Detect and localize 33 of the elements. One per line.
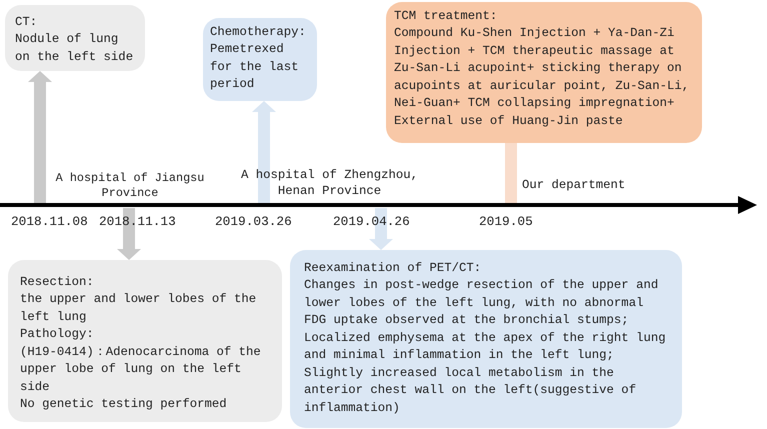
place-label: A hospital of Zhengzhou, Henan Province (240, 168, 420, 200)
date-label: 2019.04.26 (333, 213, 411, 231)
box-text: Compound Ku-Shen Injection + Ya-Dan-Zi Injection + TCM therapeutic massage at Zu-San-Li acupoint+ sticking therapy on acupoints at auricular point, Zu-San-Li, Nei-Guan+ TCM collapsing impregnation+ External use of Huang-Jin paste (394, 25, 690, 130)
box-text: Slightly increased local metabolism in the anterior chest wall on the left(suggestive of inflammation) (304, 364, 638, 417)
event-box (5, 5, 145, 71)
event-box (386, 2, 702, 143)
box-text: Pathology: (20, 326, 95, 344)
box-text: No genetic testing performed (20, 396, 228, 414)
box-heading: Chemotherapy: (210, 24, 307, 41)
date-label: 2019.05 (479, 213, 534, 231)
place-label: Our department (522, 178, 626, 194)
box-text: (H19-0414)：Adenocarcinoma of the upper lobe of lung on the left side (20, 344, 262, 396)
block-arrow (28, 71, 52, 203)
block-arrow (369, 208, 393, 250)
connector-bar (505, 143, 517, 203)
box-text: the upper and lower lobes of the left lung (20, 291, 258, 326)
date-label: 2018.11.08 (11, 213, 89, 231)
box-heading: CT: (15, 14, 38, 31)
event-box (203, 18, 317, 101)
box-heading: Reexamination of PET/CT: (304, 260, 482, 277)
box-text: Pemetrexed for the last period (210, 41, 300, 94)
block-arrow (117, 208, 141, 260)
date-label: 2018.11.13 (99, 213, 177, 231)
event-box (8, 260, 282, 422)
box-heading: Resection: (20, 274, 95, 291)
box-heading: TCM treatment: (394, 8, 498, 25)
event-box (290, 250, 682, 428)
box-text: Changes in post-wedge resection of the upper and lower lobes of the left lung, with no abnormal FDG uptake observed at the bronchial stumps; (304, 277, 660, 330)
box-text: Localized emphysema at the apex of the right lung and minimal inflammation in the left lung; (304, 330, 667, 364)
box-text: Nodule of lung on the left side (15, 31, 134, 66)
place-label: A hospital of Jiangsu Province (54, 171, 206, 202)
date-label: 2019.03.26 (215, 213, 293, 231)
block-arrow (252, 101, 276, 203)
